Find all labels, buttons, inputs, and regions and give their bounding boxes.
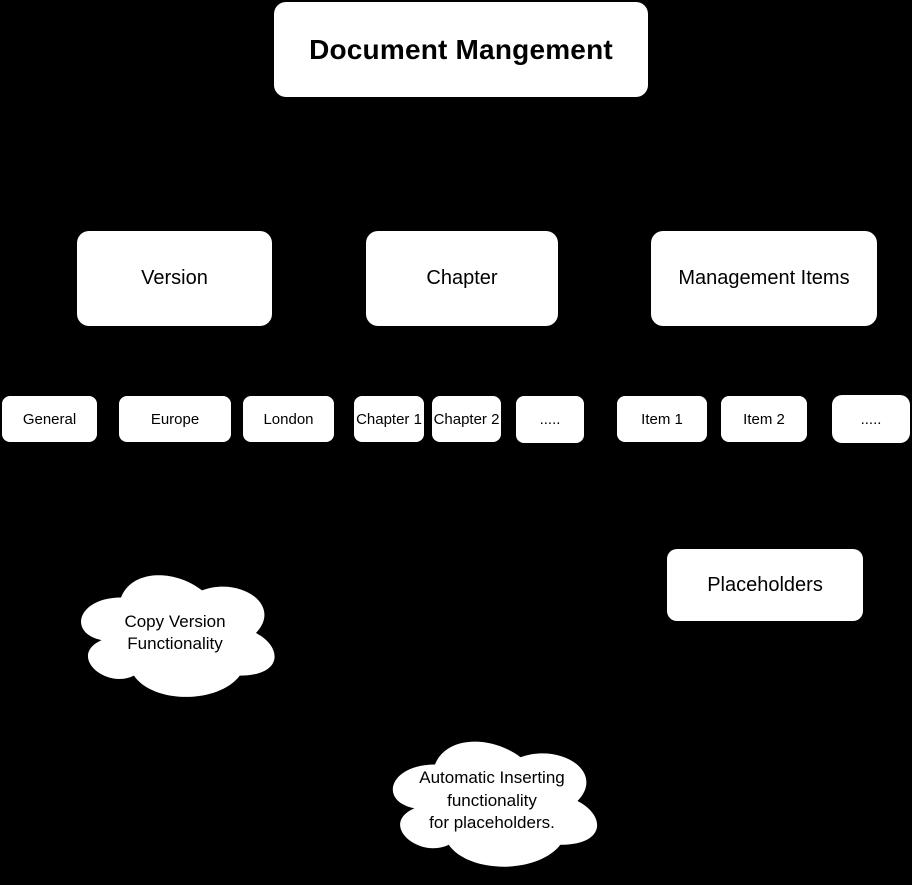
node-europe: Europe — [119, 396, 231, 442]
node-chapter-ellipsis: ..... — [516, 396, 584, 443]
root-node-label: Document Mangement — [309, 33, 613, 65]
cloud-shape-icon — [392, 741, 598, 867]
node-item-2-label: Item 2 — [743, 410, 785, 428]
node-placeholders: Placeholders — [667, 549, 863, 621]
node-version: Version — [77, 231, 272, 326]
node-management-items: Management Items — [651, 231, 877, 326]
cloud-auto-insert: Automatic Inserting functionality for pl… — [378, 728, 606, 874]
node-chapter: Chapter — [366, 231, 558, 326]
node-item-1-label: Item 1 — [641, 410, 683, 428]
node-version-label: Version — [141, 267, 208, 289]
node-item-2: Item 2 — [721, 396, 807, 442]
node-placeholders-label: Placeholders — [707, 573, 823, 596]
cloud-shape-icon — [81, 575, 275, 697]
node-item-1: Item 1 — [617, 396, 707, 442]
node-general: General — [2, 396, 97, 442]
node-chapter-2: Chapter 2 — [432, 396, 501, 442]
cloud-auto-insert-label: Automatic Inserting functionality for pl… — [419, 768, 565, 833]
node-chapter-1-label: Chapter 1 — [356, 410, 422, 428]
node-management-items-label: Management Items — [678, 267, 850, 289]
cloud-copy-version: Copy Version Functionality — [67, 562, 283, 704]
node-chapter-label: Chapter — [426, 267, 498, 289]
cloud-copy-version-label: Copy Version Functionality — [124, 611, 226, 653]
node-general-label: General — [22, 410, 77, 428]
node-london: London — [243, 396, 334, 442]
node-chapter-1: Chapter 1 — [354, 396, 424, 442]
node-london-label: London — [263, 410, 314, 428]
node-chapter-2-label: Chapter 2 — [433, 410, 500, 428]
node-chapter-ellipsis-label: ..... — [539, 411, 561, 428]
root-node-document-management: Document Mangement — [274, 2, 648, 97]
node-item-ellipsis-label: ..... — [860, 410, 882, 428]
node-europe-label: Europe — [150, 410, 200, 428]
node-item-ellipsis: ..... — [832, 395, 910, 443]
